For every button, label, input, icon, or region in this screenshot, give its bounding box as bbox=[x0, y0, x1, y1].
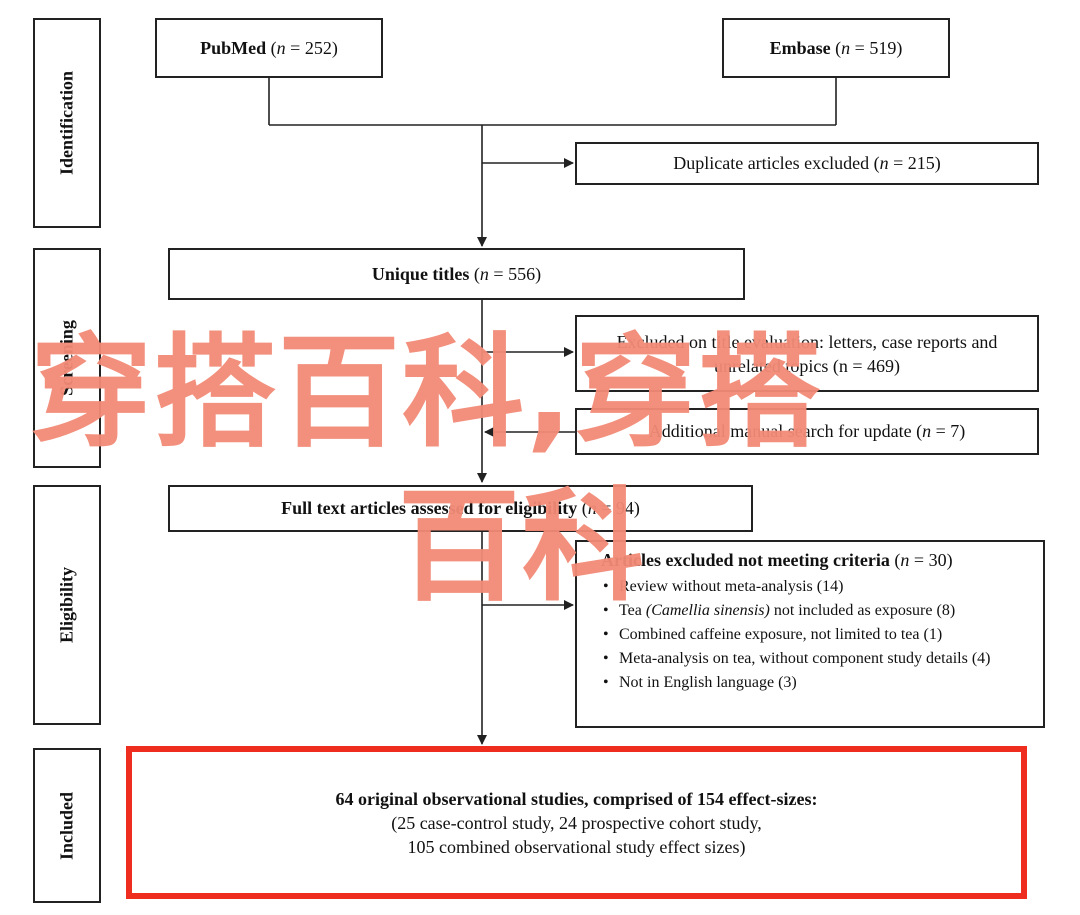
excluded-criteria-title: Articles excluded not meeting criteria bbox=[601, 550, 890, 570]
excluded-criteria-count: 30 bbox=[928, 550, 947, 570]
reason-text: Combined caffeine exposure, not limited … bbox=[619, 626, 943, 643]
excluded-criteria-box: Articles excluded not meeting criteria (… bbox=[575, 540, 1045, 728]
reason-italic: (Camellia sinensis) bbox=[645, 602, 770, 619]
excluded-criteria-n-label: n bbox=[900, 550, 910, 570]
included-line3: 105 combined observational study effect … bbox=[407, 836, 746, 857]
included-studies-box: 64 original observational studies, compr… bbox=[126, 746, 1027, 899]
embase-name: Embase bbox=[769, 37, 831, 58]
included-line2: (25 case-control study, 24 prospective c… bbox=[391, 812, 762, 833]
reason-text: Not in English language (3) bbox=[619, 674, 797, 691]
reason-text: Review without meta-analysis (14) bbox=[619, 578, 844, 595]
watermark-line2: 百科 bbox=[398, 476, 646, 618]
stage-screening: Screening bbox=[33, 248, 101, 468]
list-item: Not in English language (3) bbox=[601, 671, 1031, 695]
pubmed-name: PubMed bbox=[200, 37, 267, 58]
additional-search-box: Additional manual search for update (n =… bbox=[575, 408, 1039, 455]
pubmed-n-label: n bbox=[276, 37, 286, 58]
reason-text: Tea bbox=[619, 602, 646, 619]
unique-count: 556 bbox=[508, 263, 536, 284]
additional-close: ) bbox=[959, 421, 966, 441]
stage-identification: Identification bbox=[33, 18, 101, 228]
stage-included: Included bbox=[33, 748, 101, 903]
duplicates-close: ) bbox=[934, 153, 941, 173]
duplicates-text: Duplicate articles excluded ( bbox=[673, 153, 880, 173]
list-item: Combined caffeine exposure, not limited … bbox=[601, 623, 1031, 647]
exclusion-reasons-list: Review without meta-analysis (14) Tea (C… bbox=[601, 575, 1031, 695]
excluded-title-line1: Excluded on title evaluation: letters, c… bbox=[616, 331, 998, 352]
duplicates-box: Duplicate articles excluded (n = 215) bbox=[575, 142, 1039, 185]
pubmed-box: PubMed (n = 252) bbox=[155, 18, 383, 78]
stage-eligibility: Eligibility bbox=[33, 485, 101, 725]
embase-count: 519 bbox=[869, 37, 897, 58]
fulltext-text: Full text articles assessed for eligibil… bbox=[281, 498, 578, 518]
excluded-title-line2: unrelated topics (n = 469) bbox=[713, 355, 901, 376]
reason-text-post: not included as exposure (8) bbox=[769, 602, 956, 619]
embase-n-label: n bbox=[841, 37, 851, 58]
reason-text: Meta-analysis on tea, without component … bbox=[619, 650, 991, 667]
duplicates-count: 215 bbox=[907, 153, 935, 173]
excluded-criteria-heading: Articles excluded not meeting criteria (… bbox=[601, 550, 953, 570]
fulltext-box: Full text articles assessed for eligibil… bbox=[168, 485, 753, 532]
unique-n-label: n bbox=[479, 263, 489, 284]
embase-box: Embase (n = 519) bbox=[722, 18, 950, 78]
watermark-line1: 穿搭百科,穿搭 bbox=[30, 322, 823, 464]
list-item: Tea (Camellia sinensis) not included as … bbox=[601, 599, 1031, 623]
fulltext-n-label: n bbox=[587, 498, 597, 518]
list-item: Review without meta-analysis (14) bbox=[601, 575, 1031, 599]
list-item: Meta-analysis on tea, without component … bbox=[601, 647, 1031, 671]
duplicates-n-label: n bbox=[879, 153, 889, 173]
excluded-title-box: Excluded on title evaluation: letters, c… bbox=[575, 315, 1039, 392]
additional-n-label: n bbox=[922, 421, 932, 441]
included-line1: 64 original observational studies, compr… bbox=[335, 788, 818, 809]
additional-count: 7 bbox=[950, 421, 960, 441]
unique-titles-text: Unique titles bbox=[371, 263, 470, 284]
fulltext-count: 94 bbox=[615, 498, 634, 518]
unique-titles-box: Unique titles (n = 556) bbox=[168, 248, 745, 300]
pubmed-count: 252 bbox=[304, 37, 332, 58]
additional-text: Additional manual search for update ( bbox=[648, 421, 923, 441]
